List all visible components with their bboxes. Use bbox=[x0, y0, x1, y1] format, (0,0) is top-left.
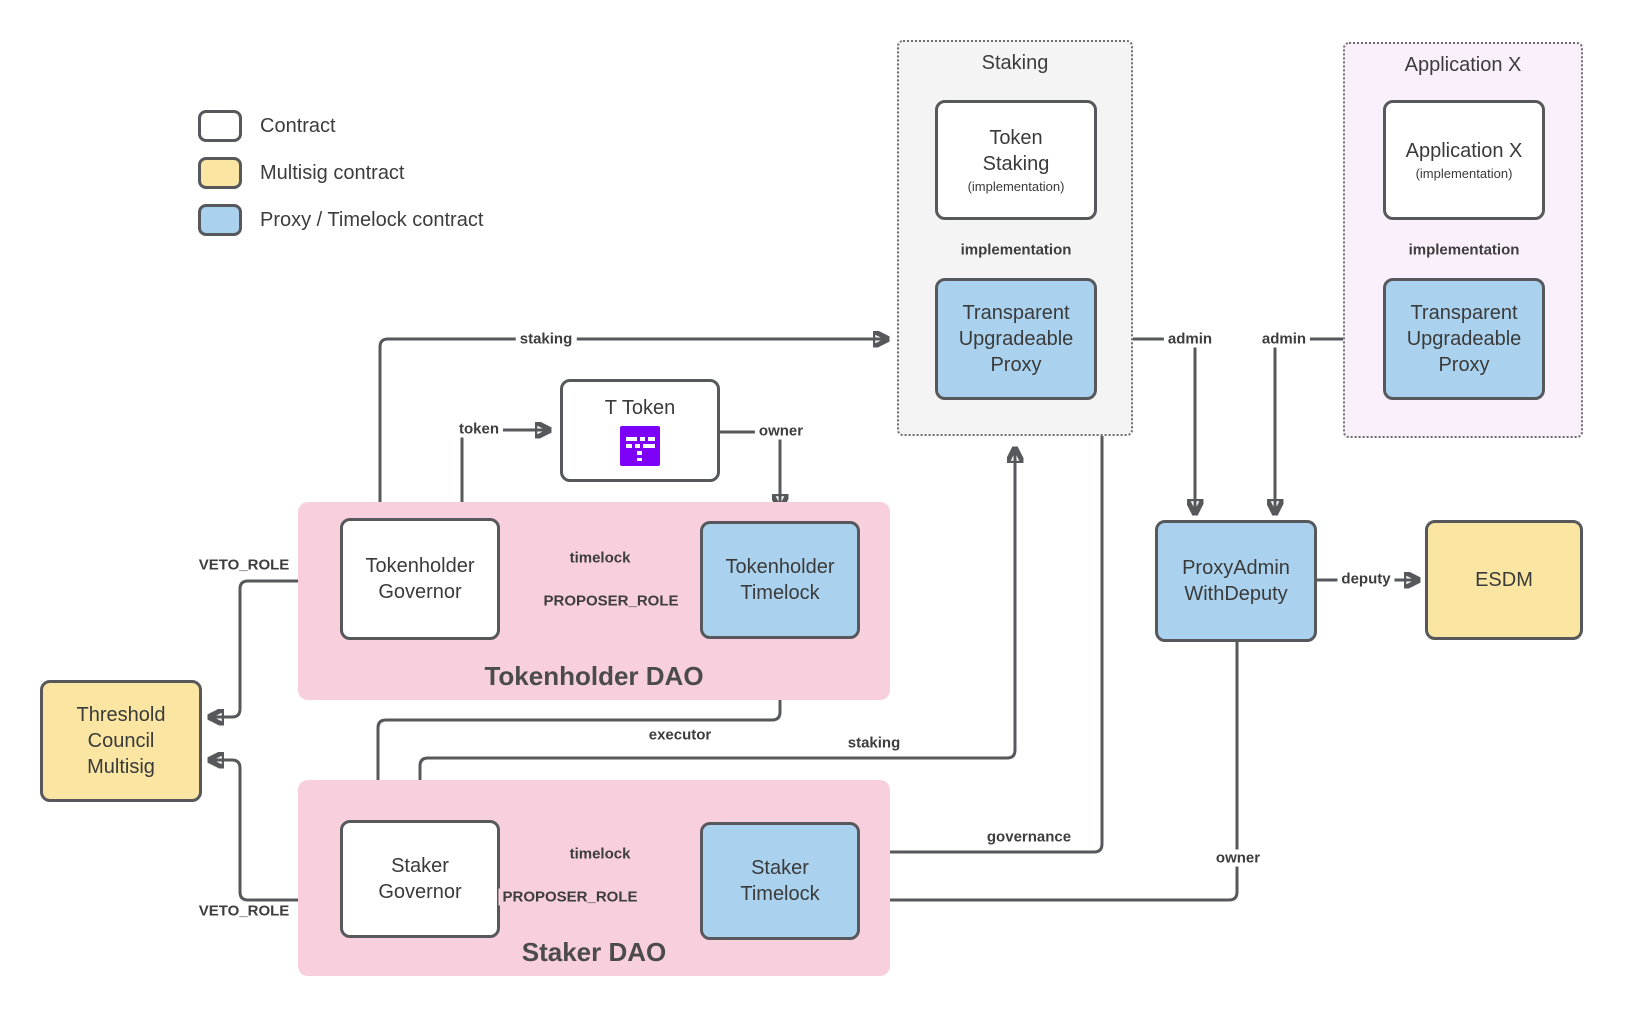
staking-group-title: Staking bbox=[981, 52, 1049, 74]
staker-dao-title: Staker DAO bbox=[521, 937, 667, 967]
edge-label-implementation-staking: implementation bbox=[956, 241, 1076, 259]
edge-label-token: token bbox=[454, 420, 504, 438]
application-x-proxy-label: Transparent Upgradeable Proxy bbox=[1406, 302, 1522, 376]
token-staking-implementation-node: Token Staking (implementation) bbox=[935, 100, 1097, 220]
edge-label-owner-proxyadmin: owner bbox=[1211, 849, 1265, 867]
t-token-label: T Token bbox=[604, 397, 676, 419]
legend-label: Proxy / Timelock contract bbox=[260, 208, 484, 231]
edge-label-executor: executor bbox=[644, 726, 716, 744]
staking-proxy-label: Transparent Upgradeable Proxy bbox=[958, 302, 1074, 376]
edge-label-implementation-application-x: implementation bbox=[1404, 241, 1524, 259]
threshold-council-multisig-node: Threshold Council Multisig bbox=[40, 680, 202, 802]
edge-owner-proxyadmin bbox=[869, 642, 1239, 900]
edge-label-proposer-role-tokenholder: PROPOSER_ROLE bbox=[539, 592, 683, 610]
edge-label-admin-staking: admin bbox=[1163, 330, 1217, 348]
staking-proxy-node: Transparent Upgradeable Proxy bbox=[935, 278, 1097, 400]
edge-label-staking-bottom: staking bbox=[843, 734, 905, 752]
multisig-swatch bbox=[198, 157, 242, 189]
legend-item-multisig: Multisig contract bbox=[198, 157, 405, 189]
edge-label-proposer-role-staker: PROPOSER_ROLE bbox=[498, 888, 642, 906]
proxy-admin-with-deputy-node: ProxyAdmin WithDeputy bbox=[1155, 520, 1317, 642]
tokenholder-dao-title: Tokenholder DAO bbox=[484, 661, 704, 691]
edge-label-deputy: deputy bbox=[1337, 570, 1395, 588]
edge-label-veto-role-staker: VETO_ROLE bbox=[194, 902, 294, 920]
application-x-implementation-node: Application X (implementation) bbox=[1383, 100, 1545, 220]
application-x-impl-label: Application X bbox=[1405, 139, 1523, 162]
edge-owner-token bbox=[720, 430, 780, 507]
tokenholder-timelock-label: Tokenholder Timelock bbox=[725, 556, 835, 604]
tokenholder-governor-label: Tokenholder Governor bbox=[365, 555, 475, 603]
contract-swatch bbox=[198, 110, 242, 142]
esdm-node: ESDM bbox=[1425, 520, 1583, 640]
staker-timelock-label: Staker Timelock bbox=[740, 857, 820, 905]
edge-label-timelock-tokenholder: timelock bbox=[565, 549, 635, 567]
proxy-admin-with-deputy-label: ProxyAdmin WithDeputy bbox=[1182, 557, 1290, 605]
legend-item-proxy-timelock: Proxy / Timelock contract bbox=[198, 204, 483, 236]
staker-governor-label: Staker Governor bbox=[378, 855, 462, 903]
edge-label-governance: governance bbox=[982, 828, 1076, 846]
staker-governor-node: Staker Governor bbox=[340, 820, 500, 938]
legend-item-contract: Contract bbox=[198, 110, 336, 142]
esdm-label: ESDM bbox=[1475, 569, 1533, 591]
application-x-proxy-node: Transparent Upgradeable Proxy bbox=[1383, 278, 1545, 400]
application-x-group-title: Application X bbox=[1404, 54, 1522, 76]
t-token-node: T Token bbox=[560, 379, 720, 482]
application-x-impl-sublabel: (implementation) bbox=[1415, 165, 1513, 181]
legend-label: Multisig contract bbox=[260, 161, 405, 184]
tokenholder-governor-node: Tokenholder Governor bbox=[340, 518, 500, 640]
tokenholder-timelock-node: Tokenholder Timelock bbox=[700, 521, 860, 639]
t-token-logo-icon bbox=[620, 426, 660, 466]
staker-timelock-node: Staker Timelock bbox=[700, 822, 860, 940]
edge-label-staking-top: staking bbox=[515, 330, 577, 348]
edge-label-admin-application-x: admin bbox=[1257, 330, 1311, 348]
proxy-timelock-swatch bbox=[198, 204, 242, 236]
token-staking-label: Token Staking bbox=[982, 126, 1050, 175]
edge-label-timelock-staker: timelock bbox=[565, 845, 635, 863]
token-staking-sublabel: (implementation) bbox=[967, 178, 1065, 194]
edge-label-veto-role-tokenholder: VETO_ROLE bbox=[194, 556, 294, 574]
threshold-council-multisig-label: Threshold Council Multisig bbox=[76, 704, 166, 778]
legend-label: Contract bbox=[260, 114, 336, 137]
edge-label-owner-token: owner bbox=[754, 422, 808, 440]
